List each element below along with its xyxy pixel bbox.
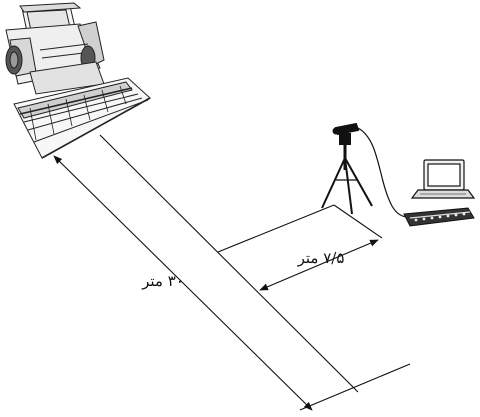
distance-30m-label: ۳۰ متر — [141, 272, 184, 290]
dimension-lines — [53, 134, 411, 411]
tripod-microphone-image — [321, 122, 423, 218]
laptop-image — [410, 159, 476, 199]
distance-7-5m-label: ۷/۵ متر — [297, 249, 345, 267]
combine-harvester-image — [5, 2, 151, 159]
data-recorder-image — [403, 207, 475, 227]
